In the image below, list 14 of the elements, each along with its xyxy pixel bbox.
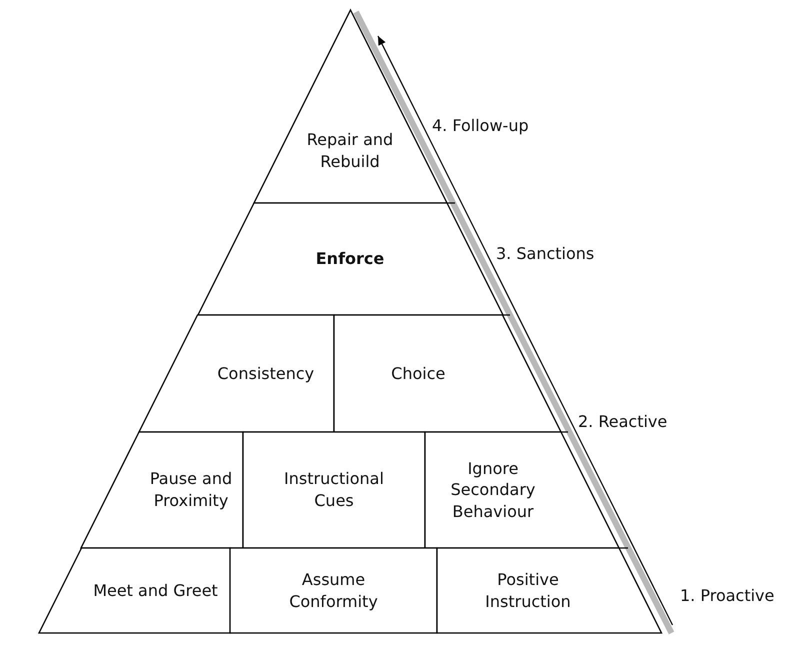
segment-label: Ignore Secondary Behaviour bbox=[450, 458, 536, 522]
segment-label: Pause and Proximity bbox=[148, 468, 234, 512]
level-label: 1. Proactive bbox=[680, 586, 774, 605]
segment-label: Meet and Greet bbox=[93, 580, 218, 602]
segment-label: Instructional Cues bbox=[283, 468, 385, 512]
segment-label: Choice bbox=[391, 362, 446, 384]
segment-label: Positive Instruction bbox=[484, 568, 572, 612]
segment-label: Assume Conformity bbox=[288, 568, 379, 612]
level-label: 3. Sanctions bbox=[496, 244, 594, 263]
segment-label: Consistency bbox=[217, 362, 314, 384]
level-label: 4. Follow-up bbox=[432, 116, 529, 135]
level-label: 2. Reactive bbox=[578, 412, 668, 431]
segment-label: Repair and Rebuild bbox=[306, 128, 394, 172]
segment-label: Enforce bbox=[316, 248, 384, 270]
